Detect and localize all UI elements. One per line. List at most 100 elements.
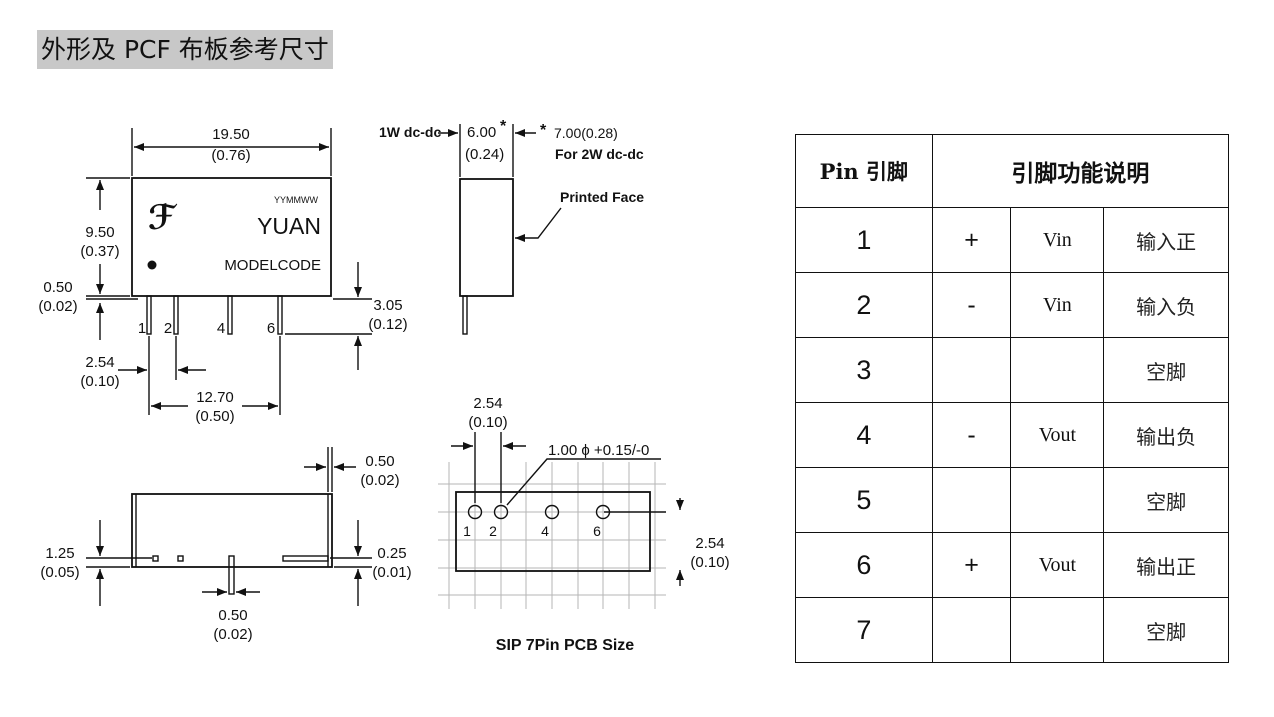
- pin-len-in-label: (0.12): [368, 316, 407, 333]
- pin-label-4: 4: [217, 320, 225, 337]
- table-row: 7 空脚: [795, 597, 1229, 663]
- pin-desc: 输入正: [1103, 207, 1229, 273]
- width-mm-label: 19.50: [212, 126, 250, 143]
- bottom-view-text: 0.50 (0.02) 1.25 (0.05) 0.25 (0.01) 0.50…: [40, 453, 411, 643]
- pcb-pin-label-1: 1: [463, 523, 471, 539]
- hole-4-icon: [544, 504, 560, 520]
- side-1w-label: 1W dc-dc: [379, 124, 441, 140]
- star-mark-2: *: [540, 122, 547, 139]
- pin-number: 2: [795, 272, 933, 338]
- section-title: 外形及 PCF 布板参考尺寸: [37, 30, 333, 69]
- pin-2: [173, 295, 179, 335]
- pin-desc: 空脚: [1103, 337, 1229, 403]
- pcb-row-in: (0.10): [690, 554, 729, 571]
- table-row: 4 - Vout 输出负: [795, 402, 1229, 468]
- pcb-pin-label-6: 6: [593, 523, 601, 539]
- pad-1: [152, 555, 159, 562]
- pin-width-mm: 0.50: [218, 607, 247, 624]
- pin-name: Vout: [1010, 402, 1105, 468]
- hole-1-icon: [467, 504, 483, 520]
- pin-number: 6: [795, 532, 933, 598]
- pin-desc: 输入负: [1103, 272, 1229, 338]
- header-pin: Pin 引脚: [795, 134, 933, 208]
- pin-desc: 空脚: [1103, 597, 1229, 663]
- pin1-dot-icon: [147, 260, 157, 270]
- pin-4: [227, 295, 233, 335]
- pin-name: [1010, 467, 1105, 533]
- pad-strip: [282, 555, 329, 562]
- pin-name: Vout: [1010, 532, 1105, 598]
- alt-note-label: For 2W dc-dc: [555, 146, 644, 162]
- bottom-left-mm: 1.25: [45, 545, 74, 562]
- pin-name: Vin: [1010, 272, 1105, 338]
- table-row: 2 - Vin 输入负: [795, 272, 1229, 338]
- pin-number: 1: [795, 207, 933, 273]
- span-in-label: (0.50): [195, 408, 234, 425]
- star-mark: *: [500, 118, 507, 135]
- front-view: [86, 128, 372, 415]
- pin-name: [1010, 337, 1105, 403]
- side-view: [438, 124, 562, 335]
- pin-number: 7: [795, 597, 933, 663]
- pin-sign: -: [931, 402, 1012, 468]
- bottom-view: [86, 447, 372, 606]
- pitch-mm-label: 2.54: [85, 354, 114, 371]
- hole-2-icon: [493, 504, 509, 520]
- front-view-text: 19.50 (0.76) 9.50 (0.37) 0.50 (0.02) 3.0…: [38, 126, 407, 425]
- standoff-mm-label: 0.50: [43, 279, 72, 296]
- alt-thick-label: 7.00(0.28): [554, 125, 618, 141]
- side-pin: [462, 295, 468, 335]
- table-row: 5 空脚: [795, 467, 1229, 533]
- pitch-in-label: (0.10): [80, 373, 119, 390]
- brand-logo-icon: ℱ: [148, 199, 178, 237]
- pin-sign: [931, 597, 1012, 663]
- pin-name: Vin: [1010, 207, 1105, 273]
- header-function: 引脚功能说明: [931, 134, 1230, 208]
- pcb-row-mm: 2.54: [695, 535, 724, 552]
- pcb-pin-label-2: 2: [489, 523, 497, 539]
- bottom-body: [131, 493, 333, 568]
- width-in-label: (0.76): [211, 147, 250, 164]
- pin-label-2: 2: [164, 320, 172, 337]
- printed-face-label: Printed Face: [560, 189, 644, 205]
- pcb-outline: [455, 491, 651, 572]
- pin-desc: 空脚: [1103, 467, 1229, 533]
- standoff-in-label: (0.02): [38, 298, 77, 315]
- bottom-right-in: (0.01): [372, 564, 411, 581]
- pin-1: [146, 295, 152, 335]
- pin-6: [277, 295, 283, 335]
- model-code: MODELCODE: [224, 257, 321, 274]
- pin-function-table: Pin 引脚 引脚功能说明 1 + Vin 输入正 2 - Vin 输入负 3 …: [795, 134, 1230, 663]
- pin-sign: [931, 467, 1012, 533]
- pin-number: 5: [795, 467, 933, 533]
- pin-len-mm-label: 3.05: [373, 297, 402, 314]
- pcb-view-text: 2.54 (0.10) 1.00 ϕ +0.15/-0 2.54 (0.10) …: [463, 395, 729, 654]
- pin-label-6: 6: [267, 320, 275, 337]
- bottom-right-mm: 0.25: [377, 545, 406, 562]
- table-row: 1 + Vin 输入正: [795, 207, 1229, 273]
- pin-desc: 输出负: [1103, 402, 1229, 468]
- side-view-text: 1W dc-dc 6.00 * (0.24) * 7.00(0.28) For …: [379, 118, 644, 205]
- pcb-pitch-in: (0.10): [468, 414, 507, 431]
- thick-mm-label: 6.00: [467, 124, 496, 141]
- hole-spec-label: 1.00 ϕ +0.15/-0: [548, 442, 649, 459]
- dimension-drawing: 19.50 (0.76) 9.50 (0.37) 0.50 (0.02) 3.0…: [38, 118, 729, 654]
- pcb-view: [451, 432, 684, 586]
- pcb-caption: SIP 7Pin PCB Size: [496, 637, 635, 654]
- height-in-label: (0.37): [80, 243, 119, 260]
- pin-width-in: (0.02): [213, 626, 252, 643]
- pin-sign: -: [931, 272, 1012, 338]
- pin-desc: 输出正: [1103, 532, 1229, 598]
- table-row: 6 + Vout 输出正: [795, 532, 1229, 598]
- pin-number: 3: [795, 337, 933, 403]
- pin-label-1: 1: [138, 320, 146, 337]
- pin-sign: [931, 337, 1012, 403]
- pcb-pitch-mm: 2.54: [473, 395, 502, 412]
- side-body: [459, 178, 514, 297]
- height-mm-label: 9.50: [85, 224, 114, 241]
- pad-2: [177, 555, 184, 562]
- bottom-left-in: (0.05): [40, 564, 79, 581]
- pin-sign: +: [931, 207, 1012, 273]
- span-mm-label: 12.70: [196, 389, 234, 406]
- thick-in-label: (0.24): [465, 146, 504, 163]
